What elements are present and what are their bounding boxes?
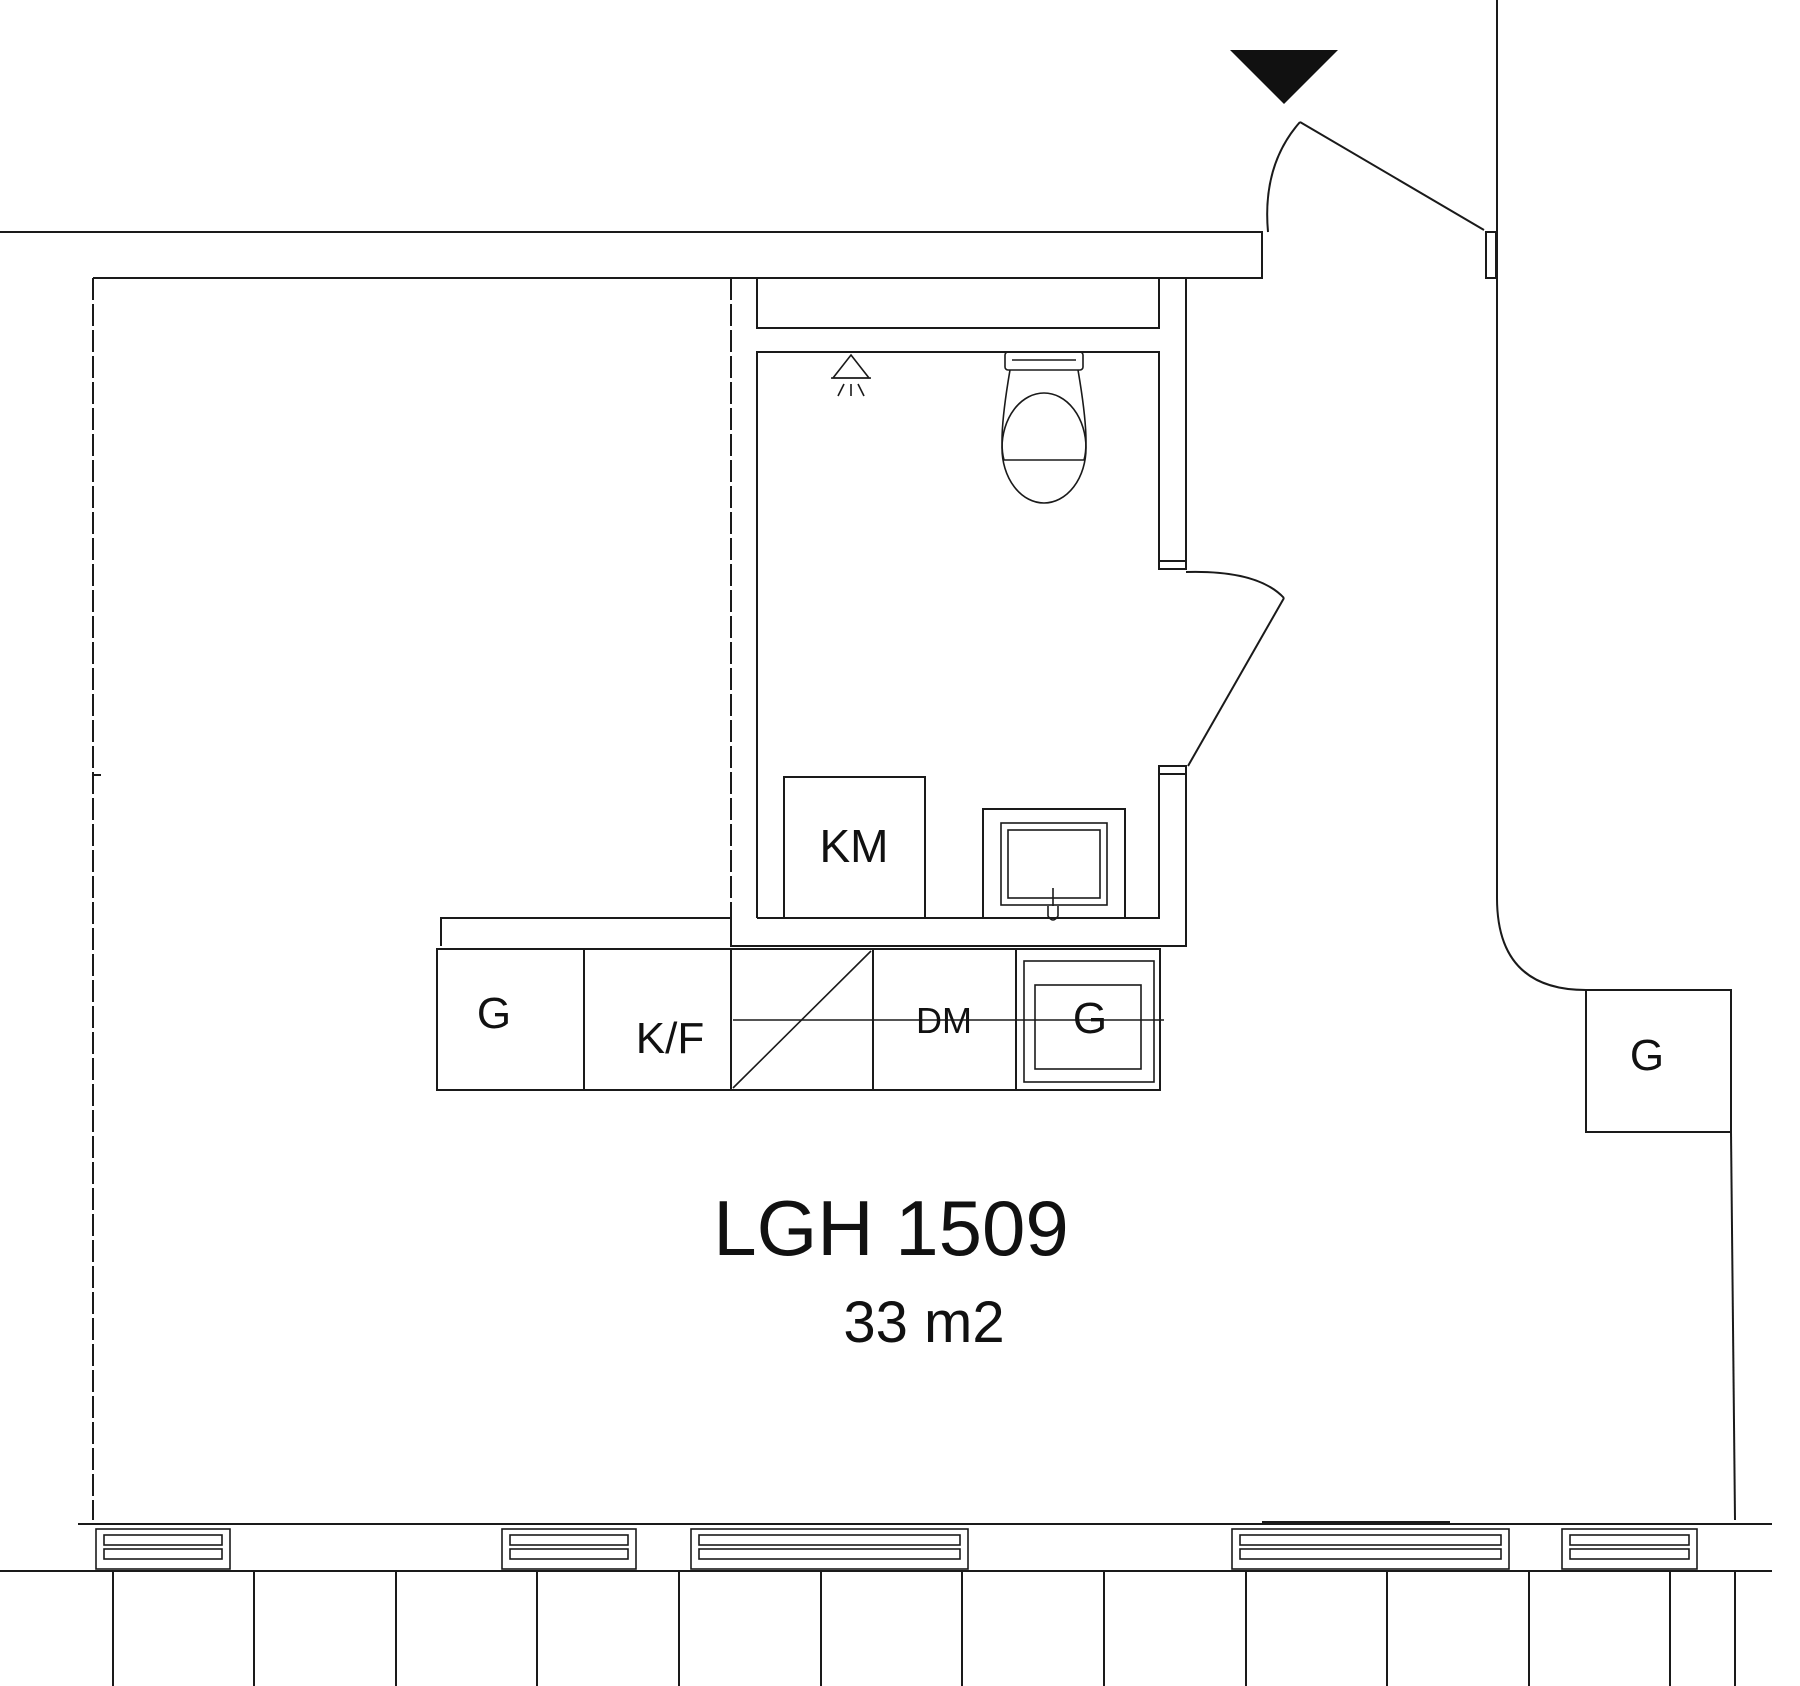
apartment-outer-wall [92, 278, 101, 1520]
bathroom-door [1185, 570, 1285, 767]
cabinet-sink-label: G [1073, 994, 1107, 1043]
kitchen-sink-icon [1023, 960, 1155, 1083]
light-fixture-icon [831, 353, 871, 397]
toilet-icon [1001, 351, 1087, 504]
window [1231, 1528, 1510, 1570]
cabinet-right-label: G [1630, 1031, 1664, 1080]
exterior-wall [0, 1521, 1772, 1572]
washer-box: KM [783, 776, 926, 919]
corridor-wall [0, 231, 1263, 279]
alcove-divider [93, 277, 732, 918]
entrance-door [1266, 121, 1497, 279]
cabinet-left-label: G [477, 989, 511, 1038]
fridge-freezer-label: K/F [636, 1014, 704, 1063]
window [690, 1528, 969, 1570]
entrance-marker-icon [1230, 50, 1338, 104]
bathroom-walls [440, 277, 1187, 947]
window [95, 1528, 231, 1570]
facade-grid [112, 1571, 1736, 1686]
apartment-name: LGH 1509 [713, 1184, 1069, 1272]
window [1561, 1528, 1698, 1570]
stairwell-wall [1496, 0, 1736, 1521]
windows [95, 1528, 1698, 1570]
window [501, 1528, 637, 1570]
apartment-area: 33 m2 [843, 1290, 1004, 1355]
sink-icon [982, 808, 1126, 921]
stove-icon [732, 950, 1164, 1089]
dishwasher-label: DM [916, 1000, 972, 1041]
washer-label: KM [820, 820, 889, 872]
